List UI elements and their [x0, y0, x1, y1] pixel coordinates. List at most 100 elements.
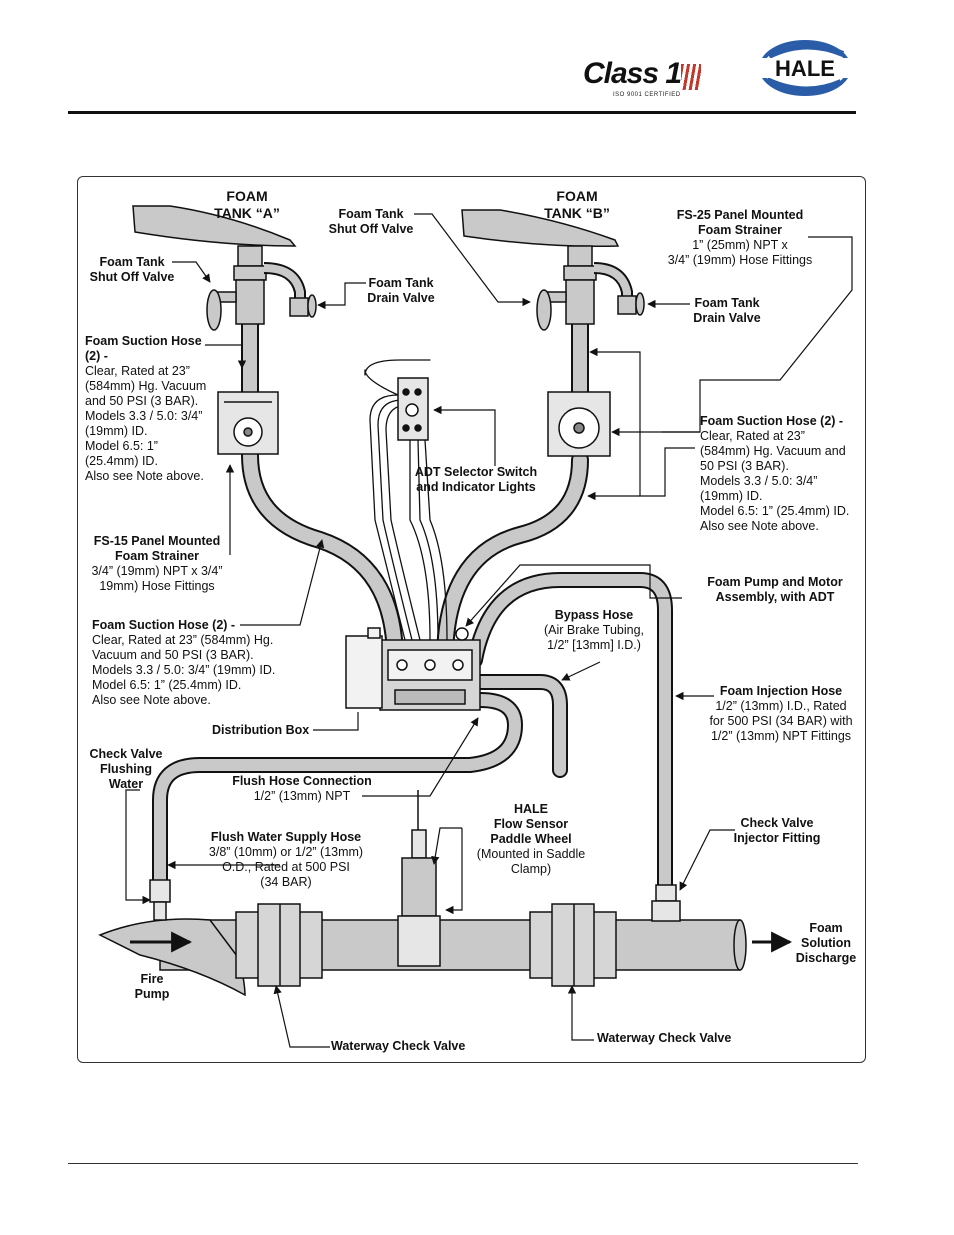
- suction-hose-a-body6: Model 6.5: 1”: [85, 439, 158, 453]
- shutoff-valve-a-line1: Foam Tank: [99, 255, 165, 269]
- adt-selector-line1: ADT Selector Switch: [414, 465, 538, 479]
- pump-motor-line1: Foam Pump and Motor: [707, 575, 843, 589]
- waterway-check-valve-left-icon: [235, 903, 323, 987]
- waterway-check-valve-left-label: Waterway Check Valve: [331, 1039, 465, 1054]
- suction-hose-c-body4: Model 6.5: 1” (25.4mm) ID.: [92, 678, 242, 692]
- waterway-check-valve-right-label: Waterway Check Valve: [597, 1031, 731, 1046]
- fs15-strainer-icon: [217, 391, 279, 455]
- drain-valve-a-line1: Foam Tank: [368, 276, 434, 290]
- suction-hose-a-body2: (584mm) Hg. Vacuum: [85, 379, 207, 393]
- class1-logo: Class 1 ISO 9001 CERTIFIED: [583, 58, 705, 102]
- suction-hose-c-body5: Also see Note above.: [92, 693, 211, 707]
- waterway-check-valve-right-icon: [529, 903, 617, 987]
- class1-logo-stripes: [681, 64, 701, 90]
- foam-solution-discharge-label: Foam Solution Discharge: [790, 921, 862, 966]
- foam-tank-b-icon: [461, 209, 620, 248]
- suction-hose-a-label: Foam Suction Hose (2) - Clear, Rated at …: [85, 334, 206, 484]
- suction-hose-b-body5: (19mm) ID.: [700, 489, 763, 503]
- bypass-hose-icon: [472, 674, 568, 778]
- foam-tank-b-line2: TANK “B”: [544, 205, 610, 221]
- shutoff-valve-b-label: Foam Tank Shut Off Valve: [326, 207, 416, 237]
- check-valve-flushing-line2: Flushing: [99, 762, 153, 776]
- drain-valve-b-line1: Foam Tank: [694, 296, 760, 310]
- distribution-box-icon: [345, 627, 383, 709]
- drain-valve-b-icon: [617, 292, 645, 316]
- shutoff-valve-b-line1: Foam Tank: [338, 207, 404, 221]
- foam-tank-a-line1: FOAM: [226, 188, 268, 204]
- adt-wiring-icon: [364, 359, 448, 641]
- fs15-label: FS-15 Panel Mounted Foam Strainer 3/4” (…: [86, 534, 228, 594]
- suction-hose-b-body3: 50 PSI (3 BAR).: [700, 459, 789, 473]
- fs25-body-line2: 3/4” (19mm) Hose Fittings: [667, 253, 813, 267]
- hale-logo: HALE: [755, 36, 855, 100]
- check-valve-flushing-icon: [149, 879, 171, 921]
- hale-logo-text: HALE: [775, 56, 835, 81]
- foam-tank-a-icon: [132, 205, 297, 247]
- distribution-box-label: Distribution Box: [212, 723, 309, 738]
- flow-sensor-title2: Flow Sensor: [493, 817, 569, 831]
- flush-supply-hose-body2: O.D., Rated at 500 PSI: [222, 860, 350, 874]
- suction-hose-a-title2: (2) -: [85, 349, 108, 363]
- fs15-title-line2: Foam Strainer: [114, 549, 200, 563]
- waterway-check-valve-right-text: Waterway Check Valve: [597, 1031, 732, 1045]
- flow-sensor-title1: HALE: [513, 802, 549, 816]
- suction-hose-b-body1: Clear, Rated at 23”: [700, 429, 805, 443]
- flow-sensor-icon: [397, 790, 441, 967]
- header-rule: [68, 111, 856, 114]
- fs25-label: FS-25 Panel Mounted Foam Strainer 1” (25…: [660, 208, 820, 268]
- suction-hose-a-body5: (19mm) ID.: [85, 424, 148, 438]
- suction-hose-b-body6: Model 6.5: 1” (25.4mm) ID.: [700, 504, 850, 518]
- check-valve-flushing-label: Check Valve Flushing Water: [84, 747, 168, 792]
- suction-hose-b-body4: Models 3.3 / 5.0: 3/4”: [700, 474, 818, 488]
- class1-logo-subtitle: ISO 9001 CERTIFIED: [613, 92, 681, 98]
- pump-motor-line2: Assembly, with ADT: [715, 590, 835, 604]
- fs15-body-line1: 3/4” (19mm) NPT x 3/4”: [91, 564, 223, 578]
- flush-hose-connection-body: 1/2” (13mm) NPT: [253, 789, 351, 803]
- class1-logo-text: Class 1: [583, 57, 682, 90]
- discharge-line2: Solution: [801, 936, 851, 950]
- foam-tank-b-line1: FOAM: [556, 188, 598, 204]
- suction-hose-b-label: Foam Suction Hose (2) - Clear, Rated at …: [700, 414, 849, 534]
- injection-hose-body1: 1/2” (13mm) I.D., Rated: [715, 699, 847, 713]
- fs15-body-line2: 19mm) Hose Fittings: [99, 579, 215, 593]
- fire-pump-icon: [98, 918, 246, 997]
- drain-valve-b-label: Foam Tank Drain Valve: [688, 296, 766, 326]
- suction-hose-a-body7: (25.4mm) ID.: [85, 454, 158, 468]
- foam-tank-a-line2: TANK “A”: [214, 205, 280, 221]
- bypass-hose-title: Bypass Hose: [554, 608, 634, 622]
- fs25-title-line1: FS-25 Panel Mounted: [676, 208, 804, 222]
- suction-hose-c-body2: Vacuum and 50 PSI (3 BAR).: [92, 648, 254, 662]
- shutoff-valve-b-line2: Shut Off Valve: [328, 222, 414, 236]
- drain-valve-a-label: Foam Tank Drain Valve: [362, 276, 440, 306]
- flush-supply-hose-title: Flush Water Supply Hose: [210, 830, 362, 844]
- shutoff-valve-a-line2: Shut Off Valve: [89, 270, 175, 284]
- flush-supply-hose-body3: (34 BAR): [260, 875, 312, 889]
- flush-supply-hose-body1: 3/8” (10mm) or 1/2” (13mm): [208, 845, 364, 859]
- bypass-hose-label: Bypass Hose (Air Brake Tubing, 1/2” [13m…: [530, 608, 658, 653]
- fs25-body-line1: 1” (25mm) NPT x: [692, 238, 788, 252]
- adt-selector-label: ADT Selector Switch and Indicator Lights: [406, 465, 546, 495]
- injection-hose-body3: 1/2” (13mm) NPT Fittings: [710, 729, 852, 743]
- flow-sensor-body1: (Mounted in Saddle: [476, 847, 586, 861]
- flush-hose-connection-label: Flush Hose Connection 1/2” (13mm) NPT: [224, 774, 380, 804]
- suction-hose-c-body1: Clear, Rated at 23” (584mm) Hg.: [92, 633, 274, 647]
- bypass-hose-body2: 1/2” [13mm] I.D.): [547, 638, 641, 652]
- shut-off-valve-b-icon: [536, 245, 633, 331]
- foam-injection-hose-icon: [467, 572, 673, 898]
- check-valve-injector-line2: Injector Fitting: [733, 831, 821, 845]
- suction-hose-c-title1: Foam Suction Hose (2) -: [92, 618, 236, 632]
- drain-valve-b-line2: Drain Valve: [693, 311, 761, 325]
- foam-pump-motor-icon: [379, 627, 481, 711]
- pump-motor-label: Foam Pump and Motor Assembly, with ADT: [690, 575, 860, 605]
- injection-hose-title: Foam Injection Hose: [719, 684, 843, 698]
- waterway-check-valve-left-text: Waterway Check Valve: [331, 1039, 466, 1053]
- discharge-line1: Foam: [809, 921, 843, 935]
- shutoff-valve-a-label: Foam Tank Shut Off Valve: [86, 255, 178, 285]
- suction-hose-a-title1: Foam Suction Hose: [85, 334, 202, 348]
- foam-tank-a-label: FOAM TANK “A”: [206, 188, 288, 222]
- check-valve-injector-icon: [651, 884, 681, 922]
- fire-pump-line2: Pump: [134, 987, 170, 1001]
- foam-tank-b-label: FOAM TANK “B”: [536, 188, 618, 222]
- injection-hose-body2: for 500 PSI (34 BAR) with: [709, 714, 853, 728]
